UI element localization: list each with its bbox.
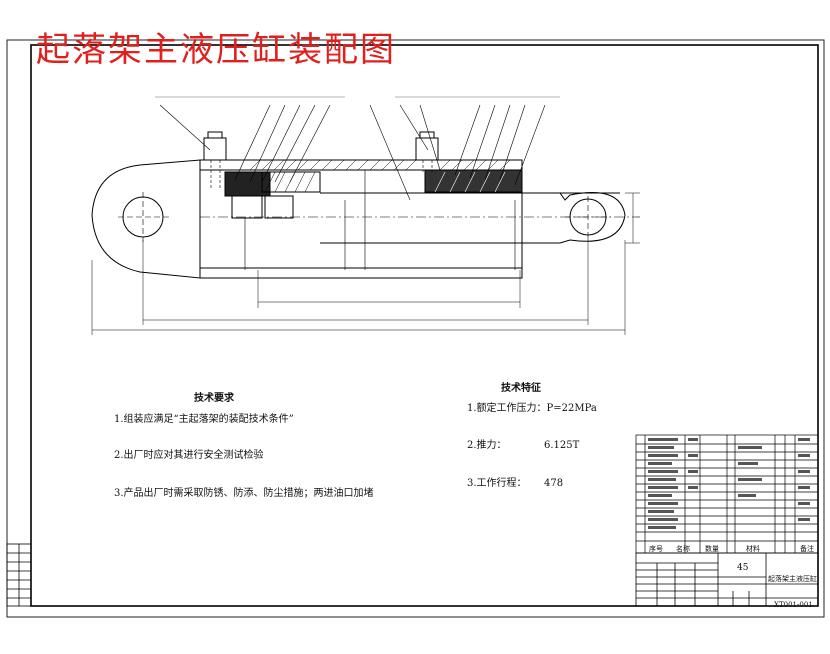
stroke-value: 478 [544,478,564,489]
bom-header-name: 名称 [676,545,690,553]
stroke-label: 3.工作行程： [467,478,527,489]
title-block [635,552,819,607]
drawing-title: 起落架主液压缸装配图 [36,30,396,70]
title-block-drawing-name: 起落架主液压缸 [768,575,817,583]
cylinder-assembly [91,131,640,279]
cylinder-barrel [199,159,523,279]
tech-requirement-item: 3.产品出厂时需采取防锈、防添、防尘措施；两进油口加堵 [114,488,374,499]
thrust-value: 6.125T [544,440,580,451]
bom-header-qty: 数量 [705,545,719,553]
inner-frame [30,44,819,607]
tech-requirements-heading: 技术要求 [194,393,234,404]
bom-table [635,434,819,554]
bom-header-material: 材料 [746,545,760,553]
thrust-label: 2.推力： [467,440,507,451]
piston-inner [231,195,263,219]
oil-port-left [203,131,227,190]
tech-characteristics-heading: 技术特征 [501,383,541,394]
piston-seal [261,171,321,193]
title-block-material: 45 [737,563,749,573]
left-eye-outline [91,159,201,279]
left-stamp-table [6,543,32,607]
part-leaders [155,96,560,201]
bom-row-fill [648,438,810,529]
gland [424,169,523,193]
barrel-wall-hatch [249,159,511,171]
bom-header-seq: 序号 [649,545,663,553]
rated-pressure: 1.额定工作压力：P=22MPa [467,403,597,414]
right-clevis [522,192,626,244]
bom-header-remark: 备注 [800,545,814,553]
title-block-drawing-number: XT001-001 [774,601,813,609]
oil-port-right [415,131,439,172]
dimension-lines [91,192,640,335]
outer-frame [6,39,825,618]
tech-requirement-item: 1.组装应满足“主起落架的装配技术条件” [114,414,294,425]
tech-requirement-item: 2.出厂时应对其进行安全测试检验 [114,450,264,461]
